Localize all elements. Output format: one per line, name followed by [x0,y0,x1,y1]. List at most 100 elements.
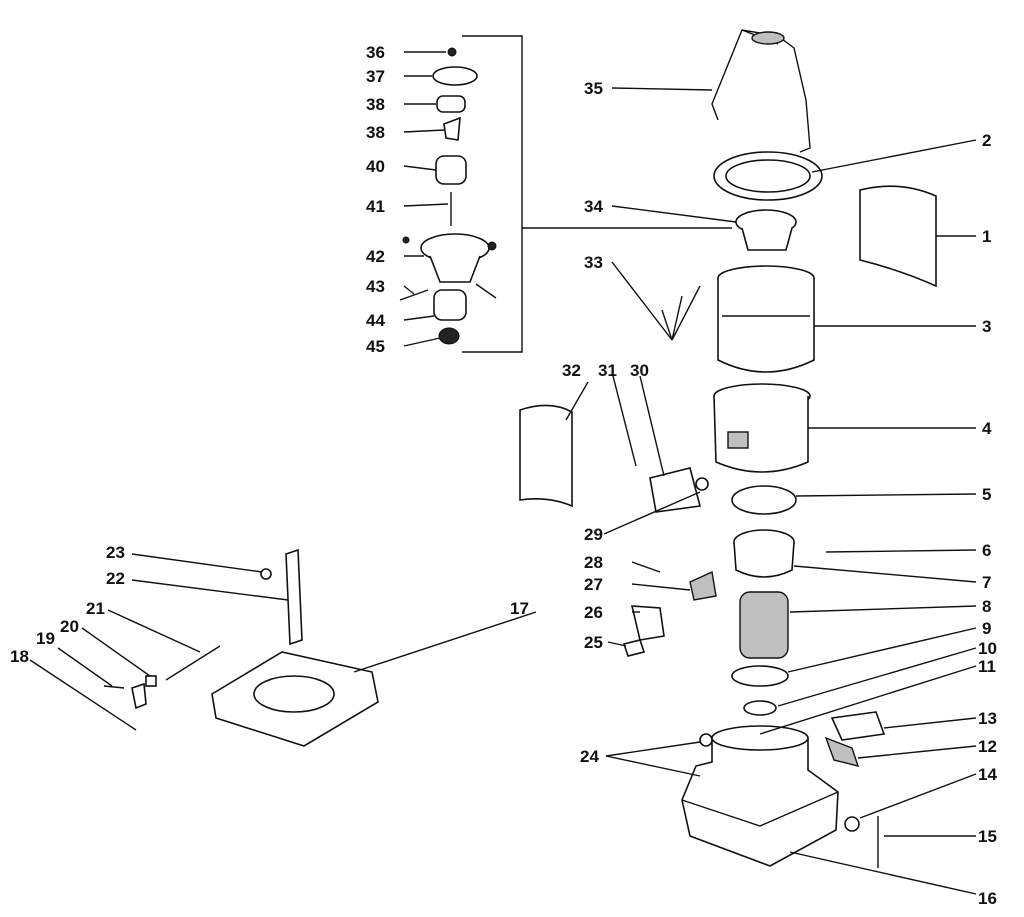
leader-17 [353,611,537,673]
callout-10: 10 [978,639,997,658]
part-38-sleeve [436,95,466,113]
leader-2 [811,139,977,173]
callout-36b: 38 [366,95,385,114]
part-39-clip [443,116,461,141]
callout-41: 41 [366,197,385,216]
leader-13 [883,717,977,729]
part-37-cap [432,66,478,86]
leader-40 [403,165,437,171]
callout-26: 26 [584,603,603,622]
callout-24: 24 [580,747,599,766]
leader-9 [787,627,977,673]
leader-41 [403,203,449,207]
callout-27: 27 [584,575,603,594]
callout-31: 31 [598,361,617,380]
leader-19 [57,647,113,687]
callout-42: 42 [366,247,385,266]
part-9-gasket [731,665,789,687]
callout-12: 12 [978,737,997,756]
callout-40: 40 [366,157,385,176]
callout-17: 17 [510,599,529,618]
leader-6 [825,549,977,553]
part-29-knob [695,477,709,491]
leader-22 [131,579,289,601]
part-25-pin [622,639,646,657]
leader-16 [789,851,977,895]
part-16-tank [681,737,839,867]
leader-27 [631,583,691,591]
callout-33: 33 [584,253,603,272]
callout-21: 21 [86,599,105,618]
callout-13: 13 [978,709,997,728]
leader-32 [565,381,589,421]
callout-25: 25 [584,633,603,652]
part-45-spring [438,327,460,345]
subassembly-bracket [462,35,523,353]
part-35-grip [751,31,785,45]
part-24-knob [699,733,713,747]
leader-38 [403,129,445,133]
side-parts [519,185,937,868]
part-26-lever [630,605,665,641]
leader-24 [605,741,701,777]
leader-5 [795,493,977,497]
leader-35 [611,87,713,91]
main-stack [681,29,839,867]
callout-34: 34 [584,197,603,216]
leader-30 [639,375,665,477]
callout-20: 20 [60,617,79,636]
callout-36a: 36 [366,43,385,62]
part-3-upper-chimney [717,278,815,373]
callout-23: 23 [106,543,125,562]
part-2-inner [725,159,811,193]
burner-subassembly [399,35,732,353]
callout-6: 6 [982,541,991,560]
callout-18: 18 [10,647,29,666]
callout-14: 14 [978,765,997,784]
part-42-burner-body [429,255,481,283]
part-5-ring [731,485,797,515]
callout-28: 28 [584,553,603,572]
part-19-pin [103,685,125,689]
callout-9: 9 [982,619,991,638]
leader-21 [107,609,201,653]
leader-20 [81,627,151,677]
part-42-screw-right [487,241,497,251]
part-10-washer [743,700,777,716]
part-4-lower-chimney [713,395,809,473]
leader-10 [777,647,977,707]
part-32-guard [519,404,573,508]
part-14-cap [844,816,860,832]
part-18-latch [131,682,147,710]
part-21-rod [165,645,221,681]
part-12-gauge [824,736,860,767]
callout-11: 11 [978,657,996,676]
callout-5: 5 [982,485,991,504]
callout-2: 2 [982,131,991,150]
leader-25 [607,641,627,647]
part-7-housing [733,541,795,578]
leader-lines [29,51,977,895]
part-43-screw-b [475,283,497,299]
leader-18 [29,659,137,731]
part-20-clip [145,675,157,687]
callout-16: 16 [978,889,997,908]
part-43-screw [399,289,429,301]
part-1-guard [859,185,937,288]
part-42-screw-left [402,236,410,244]
part-16-edge [681,791,839,827]
callout-32: 32 [562,361,581,380]
part-8-wick [739,591,789,659]
base-assembly [103,548,379,747]
callout-35: 35 [584,79,603,98]
part-35-handle [711,29,811,153]
callout-43: 43 [366,277,385,296]
callout-22: 22 [106,569,125,588]
callout-3: 3 [982,317,991,336]
part-13-cover [830,711,886,741]
callout-4: 4 [982,419,992,438]
callout-19: 19 [36,629,55,648]
part-40-wick-holder [435,155,467,185]
callout-15: 15 [978,827,997,846]
